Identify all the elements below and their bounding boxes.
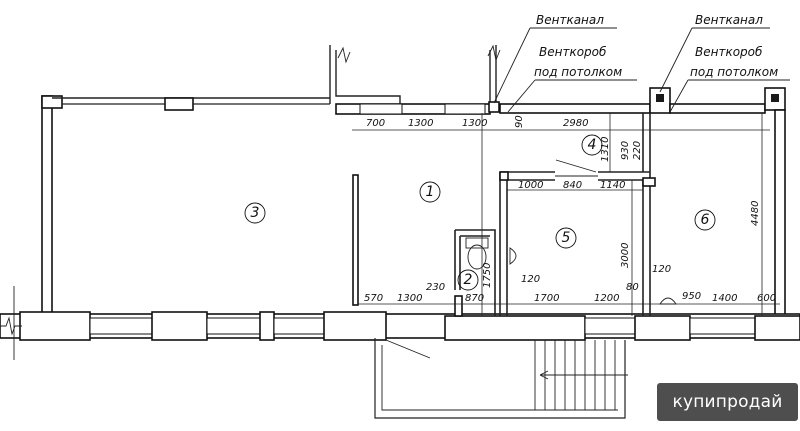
room-label-5: 5	[562, 230, 571, 246]
leader-ventkorob-right	[669, 79, 790, 113]
callout-ventkorob-right-2: под потолком	[690, 65, 778, 79]
room-circle-5	[555, 227, 577, 249]
stairs	[534, 340, 628, 410]
bottom-window-5	[689, 317, 756, 335]
vent-channel-right-inner	[771, 94, 779, 102]
sink-room5	[509, 247, 517, 265]
room2-partition-bottom	[454, 295, 463, 317]
dim-1300b: 1300	[462, 118, 487, 129]
room5-walls	[499, 171, 651, 316]
bottom-pier-6	[634, 315, 691, 341]
dim-1300a: 1300	[408, 118, 433, 129]
room-label-2: 2	[464, 272, 473, 288]
dim-1310: 1310	[600, 137, 611, 162]
entrance-door-swing	[385, 339, 431, 359]
dim-840: 840	[563, 180, 582, 191]
dim-870: 870	[465, 293, 484, 304]
callout-ventkanal-left: Вентканал	[536, 13, 604, 27]
bottom-window-4	[584, 317, 636, 335]
dim-230: 230	[426, 282, 445, 293]
room-label-3: 3	[251, 205, 260, 221]
dim-90: 90	[514, 115, 525, 128]
dim-1200: 1200	[594, 293, 619, 304]
shaft-right-wall	[489, 45, 497, 104]
top-wall-right	[499, 103, 651, 114]
break-mark-right	[487, 44, 501, 62]
dim-600: 600	[757, 293, 776, 304]
dim-570: 570	[364, 293, 383, 304]
break-mark-bottom-left	[0, 316, 22, 336]
top-window-2	[444, 103, 486, 115]
sink-room6	[659, 297, 677, 305]
room-circle-1	[419, 181, 441, 203]
top-wall-far-right	[669, 103, 766, 114]
room-circle-6	[694, 209, 716, 231]
left-wall-top-cap	[41, 95, 63, 109]
room-circle-2	[457, 269, 479, 291]
room5-door-jamb-left	[499, 171, 509, 181]
dim-120a: 120	[521, 274, 540, 285]
toilet	[465, 237, 489, 270]
dim-1140: 1140	[600, 180, 625, 191]
leader-ventkorob-left	[507, 79, 637, 113]
room4-door-swing	[555, 159, 597, 173]
dim-700: 700	[366, 118, 385, 129]
dim-2980: 2980	[563, 118, 588, 129]
dim-1000: 1000	[518, 180, 543, 191]
dim-220: 220	[632, 141, 643, 160]
leader-ventkanal-right	[659, 27, 770, 93]
watermark-logo: купипродай	[657, 383, 798, 421]
bottom-pier-4	[323, 311, 387, 341]
shaft-left-wall	[329, 45, 401, 104]
bottom-pier-3	[259, 311, 275, 341]
porch-outline	[374, 338, 626, 419]
dim-4480: 4480	[750, 201, 761, 226]
dim-1400: 1400	[712, 293, 737, 304]
dim-1700: 1700	[534, 293, 559, 304]
bottom-pier-2	[151, 311, 208, 341]
top-window-1	[359, 103, 403, 115]
dim-3000: 3000	[620, 243, 631, 268]
dim-950: 950	[682, 291, 701, 302]
vent-channel-left	[488, 101, 500, 113]
door-jamb-4-6	[642, 177, 656, 187]
dim-1300-bottom: 1300	[397, 293, 422, 304]
bottom-pier-1	[19, 311, 91, 341]
dim-80: 80	[626, 282, 639, 293]
bottom-window-1	[89, 317, 153, 335]
porch-inner	[381, 345, 618, 411]
room-circle-3	[244, 202, 266, 224]
room-label-4: 4	[588, 137, 597, 153]
bottom-window-2	[206, 317, 261, 335]
dim-120b: 120	[652, 264, 671, 275]
right-wall	[774, 109, 786, 317]
callout-ventkanal-right: Вентканал	[695, 13, 763, 27]
dim-1750: 1750	[482, 263, 493, 288]
callout-ventkorob-right-1: Венткороб	[695, 45, 763, 59]
break-mark-left	[337, 46, 351, 64]
leader-ventkanal-left	[493, 27, 617, 104]
partition-3-1	[352, 174, 359, 306]
pilaster-top	[164, 97, 194, 111]
left-wall	[41, 95, 53, 315]
bottom-pier-5	[444, 315, 586, 341]
room-label-6: 6	[701, 212, 710, 228]
bottom-window-3	[273, 317, 325, 335]
dim-930: 930	[620, 141, 631, 160]
room2-walls	[454, 229, 496, 316]
callout-ventkorob-left-1: Венткороб	[539, 45, 607, 59]
room-label-1: 1	[426, 184, 435, 200]
vent-shaft-right-inner	[656, 94, 664, 102]
bottom-pier-7	[754, 315, 800, 341]
room-circle-4	[581, 134, 603, 156]
callout-ventkorob-left-2: под потолком	[534, 65, 622, 79]
room4-partition	[642, 113, 651, 172]
